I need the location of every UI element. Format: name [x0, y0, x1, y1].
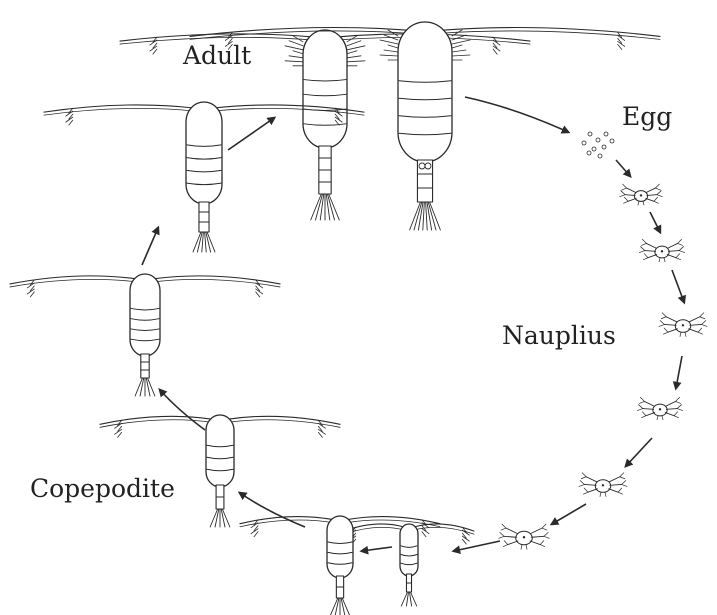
arrow-nauplius-6-to-copepodite-1 — [454, 541, 500, 551]
nauplius-stage-4 — [637, 397, 682, 419]
nauplius-stage-3 — [659, 313, 707, 337]
adult-label: Adult — [183, 43, 251, 68]
copepodite-stage-3 — [100, 415, 340, 527]
nauplius-label: Nauplius — [502, 323, 616, 348]
nauplius-stage-5 — [579, 473, 627, 497]
arrow-adult-to-egg — [465, 97, 568, 132]
copepodite-label: Copepodite — [30, 476, 175, 501]
nauplius-stage-2 — [639, 239, 684, 261]
egg-label: Egg — [622, 104, 672, 129]
arrow-nauplius-5-to-6 — [552, 504, 586, 524]
arrow-copepodite-3-to-4 — [160, 390, 205, 430]
arrow-copepodite-5-to-adult — [228, 118, 274, 150]
nauplius-stage-1 — [620, 184, 663, 205]
adult-male-copepod — [120, 30, 530, 220]
organisms-layer — [10, 22, 707, 615]
arrow-nauplius-3-to-4 — [676, 356, 682, 388]
arrow-egg-to-nauplius-1 — [616, 160, 630, 176]
copepodite-stage-4 — [10, 274, 280, 396]
arrow-nauplius-4-to-5 — [626, 438, 652, 466]
nauplius-stage-6 — [499, 524, 550, 549]
arrow-copepodite-1-to-2 — [362, 547, 392, 551]
egg-cluster — [582, 132, 614, 158]
adult-female-copepod — [190, 22, 660, 230]
arrow-nauplius-1-to-2 — [650, 212, 660, 232]
arrow-copepodite-4-to-5 — [142, 228, 158, 265]
copepodite-stage-1 — [344, 524, 474, 606]
arrow-nauplius-2-to-3 — [672, 270, 684, 302]
